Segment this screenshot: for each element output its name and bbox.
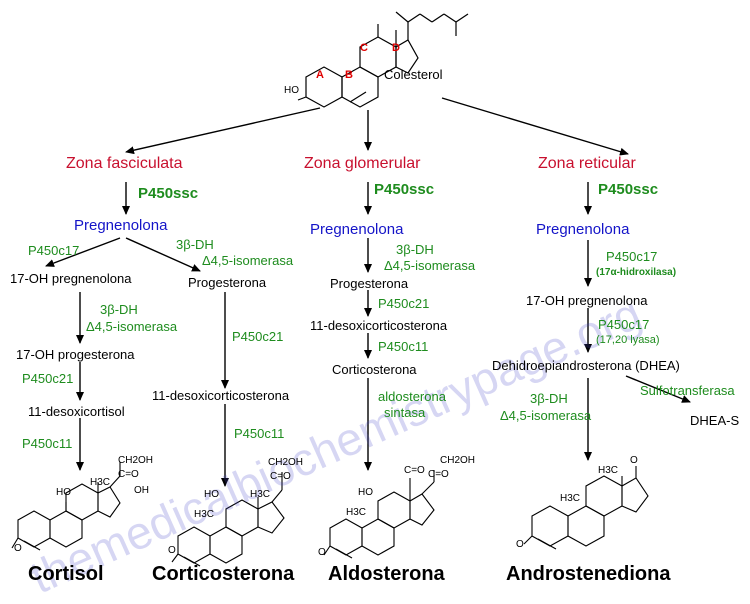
- aldosterona-co-b: C=O: [428, 469, 449, 480]
- reticular-enz2-note: (17,20 lyasa): [596, 334, 660, 346]
- androstenediona-o-top: O: [630, 455, 638, 466]
- glomerular-enz1a: 3β-DH: [396, 242, 434, 257]
- aldosterona-structure: [323, 470, 435, 559]
- fasciculata-11-desoxicorticosterona: 11-desoxicorticosterona: [152, 388, 290, 403]
- fasciculata-p450ssc: P450ssc: [138, 185, 199, 202]
- cortisol-h3c-a: H3C: [90, 477, 111, 488]
- reticular-17oh-pregnenolona: 17-OH pregnenolona: [526, 293, 648, 308]
- androstenediona-h3c-a: H3C: [598, 465, 619, 476]
- androstenediona-h3c-b: H3C: [560, 493, 581, 504]
- androstenediona-o: O: [516, 539, 524, 550]
- glomerular-enz3: P450c11: [378, 339, 429, 354]
- fasciculata-left-enz4: P450c11: [22, 436, 73, 451]
- reticular-dhea: Dehidroepiandrosterona (DHEA): [492, 358, 680, 373]
- ring-label-c: C: [360, 42, 368, 54]
- reticular-side-enzyme: Sulfotransferasa: [640, 383, 735, 398]
- cortisol-ch2oh: CH2OH: [118, 455, 154, 466]
- glomerular-progesterona: Progesterona: [330, 276, 409, 291]
- fasciculata-left-enz3: P450c21: [22, 371, 74, 386]
- cholesterol-label: Colesterol: [384, 67, 443, 82]
- reticular-p450ssc: P450ssc: [598, 181, 659, 198]
- corticosterona-co: C=O: [270, 471, 291, 482]
- cholesterol-structure: [297, 11, 469, 108]
- corticosterona-h3c-a: H3C: [194, 509, 215, 520]
- corticosterona-ho: HO: [204, 489, 219, 500]
- reticular-enz3b: Δ4,5-isomerasa: [500, 408, 592, 423]
- fasciculata-right-enz1b: Δ4,5-isomerasa: [202, 253, 294, 268]
- glomerular-11-desoxicorticosterona: 11-desoxicorticosterona: [310, 318, 448, 333]
- cholesterol-ho: HO: [284, 85, 299, 96]
- reticular-dhea-s: DHEA-S: [690, 413, 740, 428]
- reticular-pregnenolona: Pregnenolona: [536, 221, 630, 238]
- cortisol-o: O: [14, 543, 22, 554]
- ring-label-a: A: [316, 69, 324, 81]
- glomerular-enz1b: Δ4,5-isomerasa: [384, 258, 476, 273]
- corticosterona-structure: [171, 472, 285, 567]
- fasciculata-right-enz2: P450c21: [232, 329, 284, 344]
- corticosterona-o: O: [168, 545, 176, 556]
- glomerular-enz2: P450c21: [378, 296, 430, 311]
- cortisol-co: C=O: [118, 469, 139, 480]
- reticular-enz2: P450c17: [598, 317, 650, 332]
- aldosterona-ch2oh: CH2OH: [440, 455, 476, 466]
- fasciculata-left-enz1: P450c17: [28, 243, 80, 258]
- cortisol-structure: [11, 462, 121, 551]
- androstenediona-structure: [523, 466, 649, 550]
- fasciculata-pregnenolona: Pregnenolona: [74, 217, 168, 234]
- final-corticosterona: Corticosterona: [152, 563, 295, 585]
- aldosterona-ho: HO: [358, 487, 373, 498]
- zone-reticular: Zona reticular: [538, 155, 636, 172]
- corticosterona-h3c-b: H3C: [250, 489, 271, 500]
- corticosterona-ch2oh: CH2OH: [268, 457, 304, 468]
- fasciculata-11-desoxicortisol: 11-desoxicortisol: [28, 404, 125, 419]
- reticular-enz3a: 3β-DH: [530, 391, 568, 406]
- cortisol-oh: OH: [134, 485, 149, 496]
- zone-fasciculata: Zona fasciculata: [66, 155, 183, 172]
- aldosterona-o: O: [318, 547, 326, 558]
- zone-glomerular: Zona glomerular: [304, 155, 421, 172]
- glomerular-enz4b: sintasa: [384, 405, 426, 420]
- glomerular-corticosterona: Corticosterona: [332, 362, 417, 377]
- fasciculata-right-enz1a: 3β-DH: [176, 237, 214, 252]
- final-androstenediona: Androstenediona: [506, 563, 671, 585]
- final-aldosterona: Aldosterona: [328, 563, 445, 585]
- ring-label-d: D: [392, 42, 400, 54]
- cholesterol-arrows: [45, 97, 691, 487]
- reticular-enz1: P450c17: [606, 249, 658, 264]
- fasciculata-progesterona: Progesterona: [188, 275, 267, 290]
- fasciculata-left-enz2b: Δ4,5-isomerasa: [86, 319, 178, 334]
- aldosterona-co-a: C=O: [404, 465, 425, 476]
- fasciculata-right-enz3: P450c11: [234, 426, 285, 441]
- aldosterona-h3c: H3C: [346, 507, 367, 518]
- reticular-enz1-note: (17α-hidroxilasa): [596, 267, 677, 278]
- steroidogenesis-diagram: themedicalbiochemistrypage.org A B C D H…: [10, 11, 740, 603]
- cortisol-ho: HO: [56, 487, 71, 498]
- fasciculata-left-enz2a: 3β-DH: [100, 302, 138, 317]
- glomerular-enz4a: aldosterona: [378, 389, 446, 404]
- fasciculata-17oh-progesterona: 17-OH progesterona: [16, 347, 135, 362]
- ring-label-b: B: [345, 69, 353, 81]
- glomerular-p450ssc: P450ssc: [374, 181, 435, 198]
- pathway-scene: [11, 11, 691, 567]
- final-cortisol: Cortisol: [28, 563, 104, 585]
- glomerular-pregnenolona: Pregnenolona: [310, 221, 404, 238]
- fasciculata-17oh-pregnenolona: 17-OH pregnenolona: [10, 271, 132, 286]
